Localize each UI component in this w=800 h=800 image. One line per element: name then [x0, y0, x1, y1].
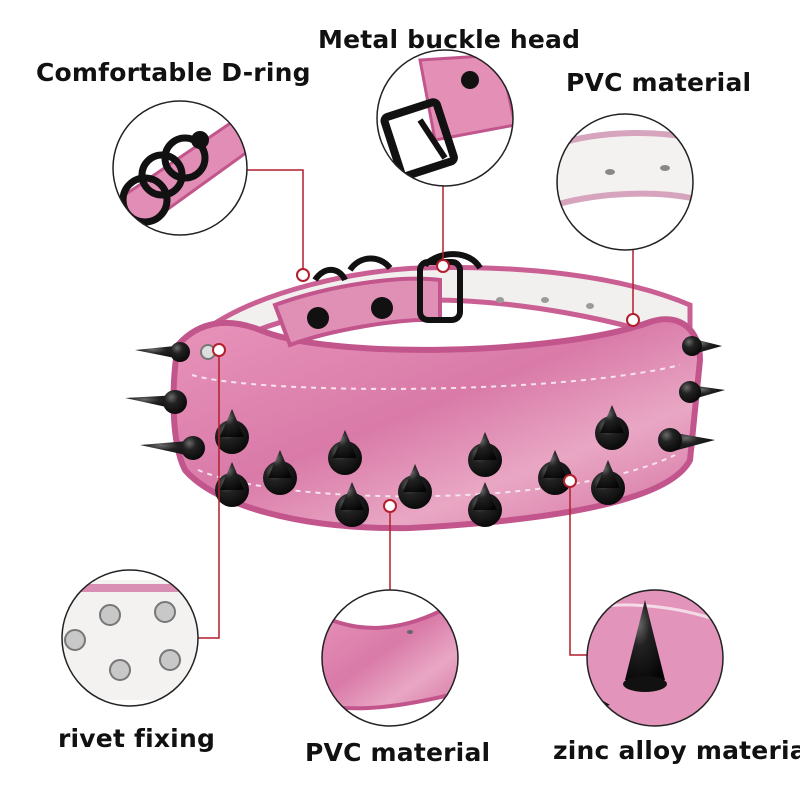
- spike: [335, 482, 369, 527]
- detail-circle-pvc-bottom: [321, 589, 459, 727]
- spike: [398, 464, 432, 509]
- callout-lines: [198, 169, 634, 656]
- label-pvc-bottom: PVC material: [305, 738, 491, 767]
- label-pvc-top: PVC material: [566, 68, 752, 97]
- detail-circle-d-ring: [112, 100, 248, 236]
- spike: [538, 450, 572, 495]
- spike: [591, 460, 625, 505]
- detail-circle-rivet: [61, 569, 199, 707]
- label-rivet: rivet fixing: [58, 724, 216, 753]
- label-d-ring: Comfortable D-ring: [36, 58, 311, 87]
- label-zinc: zinc alloy material: [553, 736, 800, 765]
- spike: [263, 450, 297, 495]
- spike: [215, 409, 249, 454]
- callout-dots: [212, 259, 640, 513]
- collar-spikes: [125, 336, 725, 527]
- spike: [468, 432, 502, 477]
- spike: [328, 430, 362, 475]
- spike: [595, 405, 629, 450]
- detail-circle-pvc-top: [556, 113, 694, 251]
- label-buckle: Metal buckle head: [318, 25, 581, 54]
- spike: [215, 462, 249, 507]
- spike: [468, 482, 502, 527]
- detail-circle-zinc: [586, 589, 724, 727]
- detail-circle-buckle: [376, 49, 514, 187]
